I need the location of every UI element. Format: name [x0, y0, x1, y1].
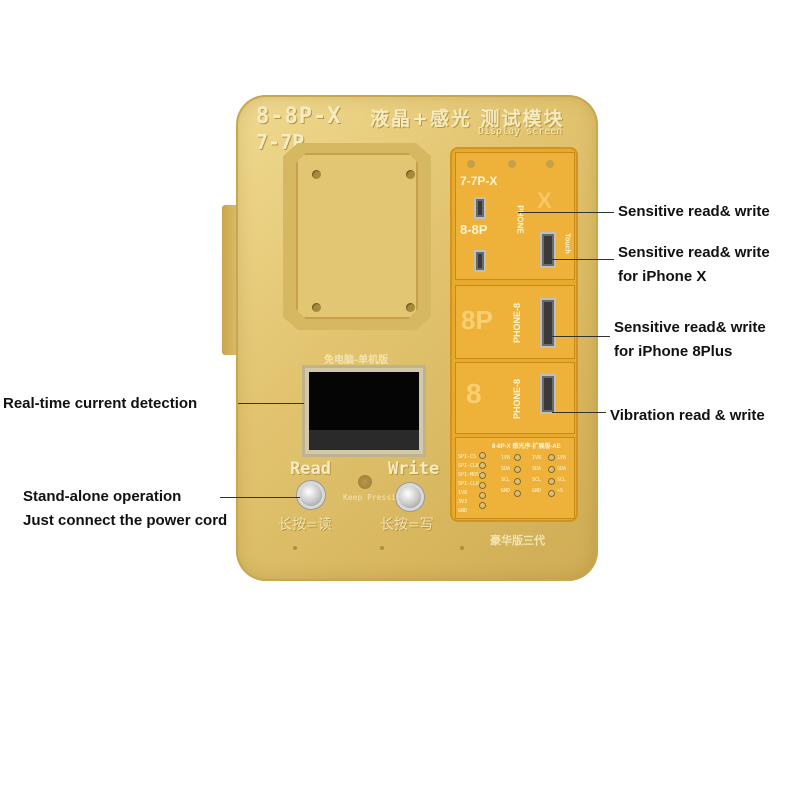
connector-vibration: [540, 374, 556, 414]
pin-hole: [514, 466, 521, 473]
pin-label: SDA: [557, 466, 567, 472]
pin-label: 1V8: [557, 455, 567, 461]
lcd-label-cn: 免电脑-单机版: [324, 355, 389, 366]
connector-7-7p: [474, 197, 486, 219]
callout-line-vibration: [552, 412, 606, 413]
pcb-label-8-8p: 8-8P: [460, 222, 488, 237]
display-screen: [309, 372, 419, 430]
pin-hole: [479, 452, 486, 459]
pin-label: GND: [501, 488, 511, 494]
pin-hole: [479, 462, 486, 469]
connector-x: [540, 232, 556, 268]
screw-icon: [312, 170, 321, 179]
read-hint: 长按=读: [278, 517, 332, 533]
mount-hole: [508, 160, 516, 168]
callout-line-sensitive: [518, 212, 614, 213]
callout-vibration: Vibration read & write: [610, 407, 765, 424]
pin-label: SPI-CLK: [458, 463, 480, 469]
dot: [380, 546, 384, 550]
callout-sensitive-8p-1: Sensitive read& write: [614, 319, 766, 336]
callout-sensitive-8p-2: for iPhone 8Plus: [614, 343, 733, 360]
pin-labels-far: 1V8 SDA SCL +5: [557, 453, 566, 497]
pin-label: SCL: [501, 477, 511, 483]
pcb-label-touch: Touch: [563, 233, 571, 254]
pin-label: GND: [532, 488, 542, 494]
pin-label: SCL: [532, 477, 542, 483]
screw-icon: [312, 303, 321, 312]
led-indicator: [358, 475, 372, 489]
dot: [460, 546, 464, 550]
board-title-main: 8-8P-X: [256, 104, 342, 129]
pin-label: GND: [458, 508, 468, 514]
callout-line-standalone: [220, 497, 300, 498]
bottom-label-cn: 豪华版三代: [490, 534, 545, 547]
pin-labels-left: SPI-CS SPI-CLK SPI-MOSI SPI-CLK 1V8 3V3 …: [458, 453, 482, 516]
pin-label: 1V8: [501, 455, 511, 461]
keep-pressing-label: Keep Pressing: [343, 493, 406, 502]
lcd-holder-inner: [296, 153, 418, 319]
pin-hole: [548, 478, 555, 485]
pin-hole: [514, 454, 521, 461]
pin-label: 1V8: [532, 455, 542, 461]
pcb-label-7-7p-x: 7-7P-X: [460, 174, 498, 188]
callout-sensitive-x-2: for iPhone X: [618, 268, 707, 285]
callout-line-current: [238, 403, 304, 404]
pin-label: +5: [557, 488, 564, 494]
pin-hole: [514, 478, 521, 485]
pin-hole: [514, 490, 521, 497]
dot: [293, 546, 297, 550]
pcb-label-8p: 8P: [461, 305, 493, 335]
pin-hole: [479, 482, 486, 489]
callout-sensitive: Sensitive read& write: [618, 203, 770, 220]
mount-hole: [546, 160, 554, 168]
pin-hole: [479, 472, 486, 479]
write-label: Write: [388, 459, 440, 479]
pcb-label-phone-8p: PHONE-8: [512, 302, 523, 344]
pin-label: 3V3: [458, 499, 468, 505]
pin-hole: [479, 502, 486, 509]
connector-8-8p: [474, 250, 486, 272]
callout-sensitive-x-1: Sensitive read& write: [618, 244, 770, 261]
screw-icon: [406, 303, 415, 312]
pin-label: SDA: [501, 466, 511, 472]
pin-labels-middle: 1V8 SDA SCL GND: [532, 453, 541, 497]
pin-label: SCL: [557, 477, 567, 483]
display-lower: [309, 430, 419, 450]
read-label: Read: [290, 459, 331, 479]
pin-label: 1V8: [458, 490, 468, 496]
pin-labels-right: 1V8 SDA SCL GND: [501, 453, 510, 497]
connector-8plus: [540, 298, 556, 348]
write-hint: 长按=写: [380, 517, 434, 533]
screw-icon: [406, 170, 415, 179]
callout-current: Real-time current detection: [3, 395, 198, 412]
pcb-label-phone-8: PHONE-8: [512, 378, 523, 420]
write-button[interactable]: [399, 486, 421, 508]
pin-label: SDA: [532, 466, 542, 472]
board-title-cn: 液晶+感光 测试模块: [370, 108, 565, 130]
mount-hole: [467, 160, 475, 168]
pcb-label-x: X: [537, 188, 552, 213]
read-button[interactable]: [300, 484, 322, 506]
pin-hole: [548, 490, 555, 497]
pin-hole: [479, 492, 486, 499]
callout-line-sensitive-8p: [552, 336, 610, 337]
pcb-expansion-header: 8-8P-X 感光序-扩展版-AE: [492, 444, 561, 450]
pin-hole: [548, 454, 555, 461]
pcb-label-phone: PHONE: [515, 205, 525, 234]
callout-line-sensitive-x: [552, 259, 614, 260]
pin-label: SPI-CLK: [458, 481, 480, 487]
callout-standalone-1: Stand-alone operation: [23, 488, 182, 505]
pin-hole: [548, 466, 555, 473]
callout-standalone-2: Just connect the power cord: [23, 512, 228, 529]
pcb-label-8: 8: [466, 378, 482, 409]
display-screen-label: Display screen: [478, 126, 563, 137]
pin-label: SPI-MOSI: [458, 472, 483, 478]
pin-label: SPI-CS: [458, 454, 477, 460]
